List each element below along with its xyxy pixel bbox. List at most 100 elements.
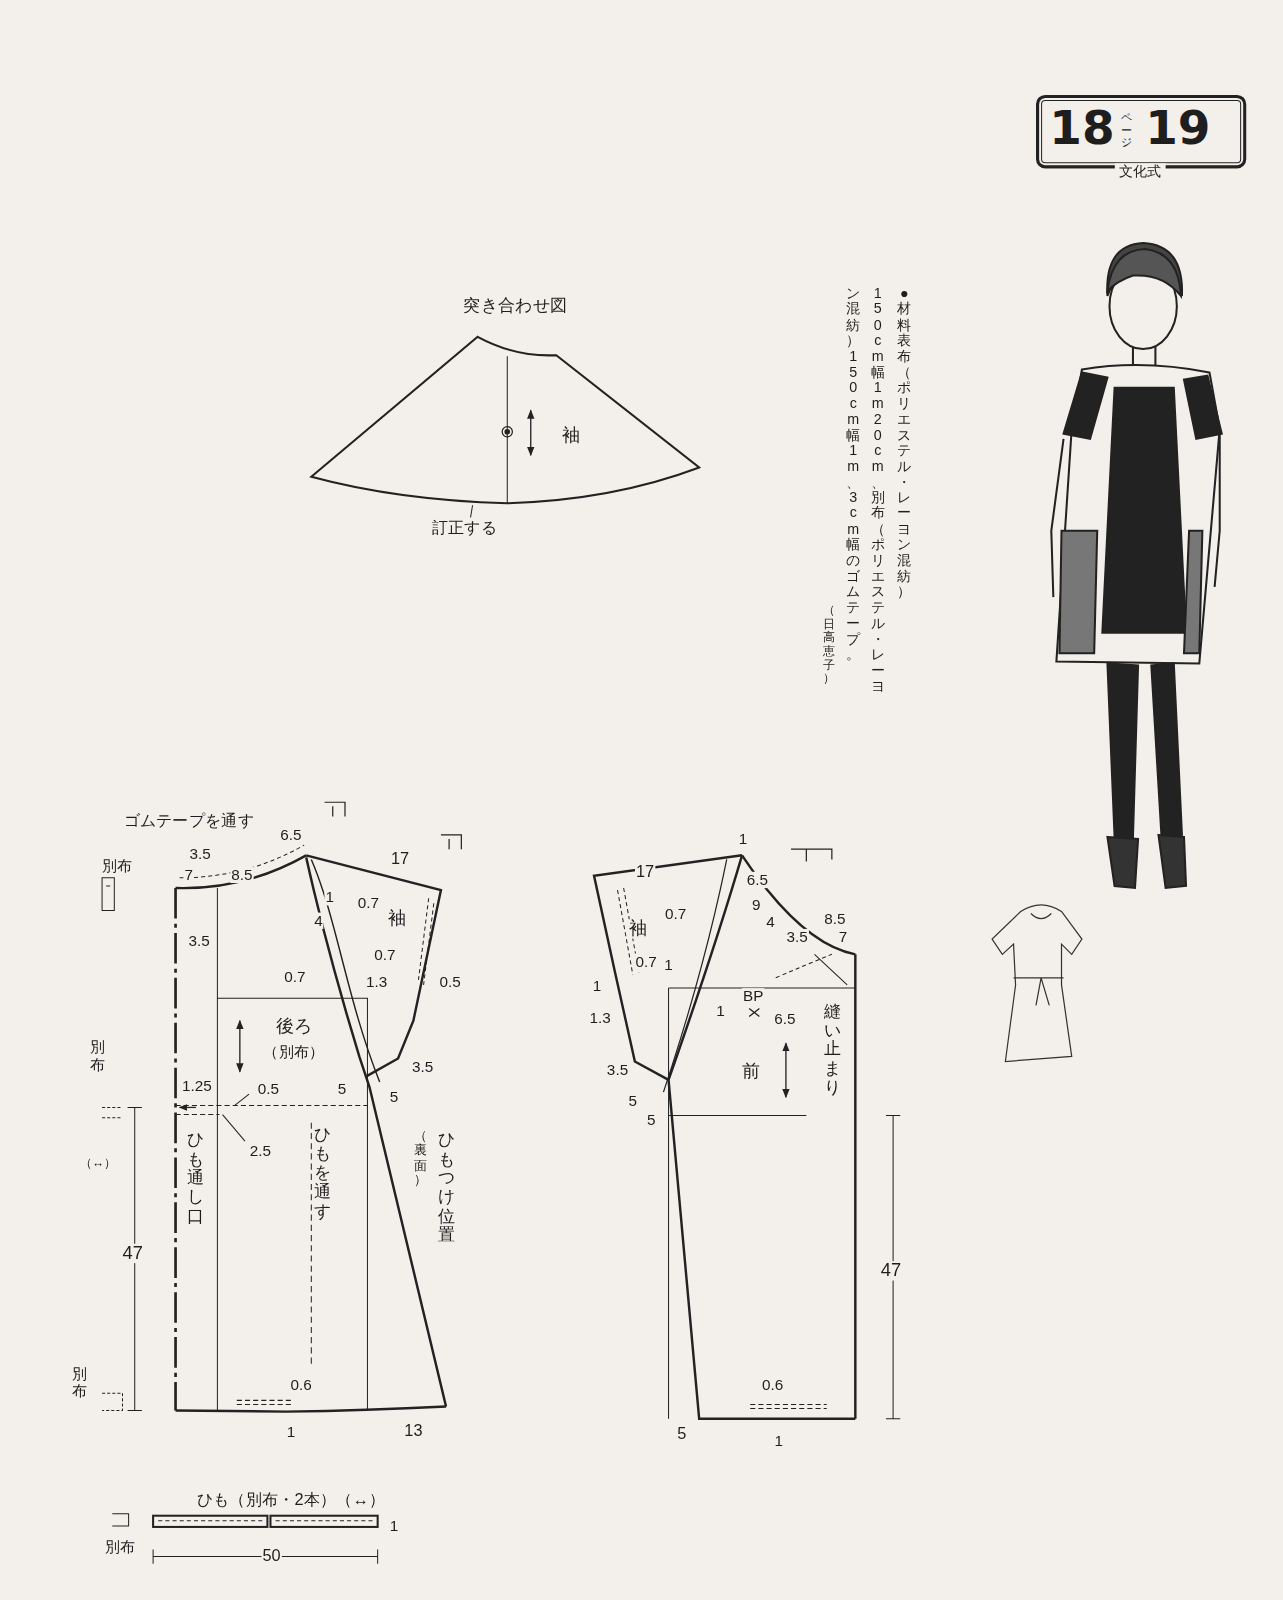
pattern-note: ゴムテープを通す bbox=[122, 813, 255, 830]
dimension-number: 6.5 bbox=[773, 1011, 796, 1027]
tie-piece bbox=[112, 1514, 377, 1564]
sleeve-piece bbox=[502, 427, 512, 437]
dimension-number: 1 bbox=[715, 1002, 726, 1018]
front-piece bbox=[742, 855, 855, 954]
tie-piece bbox=[158, 1520, 372, 1521]
dimension-number: 47 bbox=[880, 1261, 902, 1280]
pattern-note: ひもつけ位置 bbox=[438, 1131, 455, 1245]
dimension-number: 0.7 bbox=[283, 969, 306, 985]
back-piece bbox=[441, 835, 461, 849]
sleeve-piece bbox=[505, 430, 509, 434]
dimension-number: 0.5 bbox=[257, 1081, 280, 1097]
dimension-number: 1 bbox=[592, 978, 603, 994]
dimension-number: 5 bbox=[646, 1112, 657, 1128]
dimension-number: 5 bbox=[389, 1089, 400, 1105]
pattern-note: 袖 bbox=[387, 909, 407, 928]
dimension-number: 1 bbox=[389, 1518, 400, 1534]
front-piece bbox=[663, 859, 726, 1092]
back-piece bbox=[174, 888, 177, 1411]
pattern-note: ン混紡）150cm幅1m、3cm幅のゴムテープ。 bbox=[846, 286, 860, 663]
tie-piece bbox=[112, 1514, 128, 1526]
model-illustration bbox=[1151, 663, 1182, 837]
pattern-note: ひも（別布・2本）（↔） bbox=[196, 1492, 387, 1509]
sleeve-piece bbox=[471, 505, 473, 517]
pattern-note: BP bbox=[742, 988, 764, 1004]
front-piece bbox=[750, 1404, 827, 1408]
model-illustration bbox=[1059, 531, 1097, 653]
dress-sketch bbox=[992, 905, 1082, 1062]
pattern-note: ひもを通す bbox=[314, 1126, 331, 1221]
pattern-note: 後ろ bbox=[275, 1017, 314, 1036]
dimension-number: 0.7 bbox=[373, 946, 396, 962]
dimension-number: 8.5 bbox=[230, 867, 253, 883]
front-piece bbox=[669, 1115, 807, 1116]
pattern-note: 150cm幅1m20cm、別布（ポリエステル・レーヨ bbox=[871, 286, 885, 694]
dimension-number: 8.5 bbox=[823, 911, 846, 927]
dimension-number: 6.5 bbox=[279, 827, 302, 843]
back-piece bbox=[102, 1107, 122, 1117]
dimension-number: 17 bbox=[390, 851, 410, 868]
dimension-number: 1 bbox=[324, 889, 335, 905]
front-piece bbox=[785, 1043, 786, 1097]
dimension-number: 0.7 bbox=[357, 894, 380, 910]
pattern-note: 別布 bbox=[72, 1366, 87, 1400]
back-piece bbox=[217, 888, 367, 1411]
sleeve-piece bbox=[311, 337, 699, 518]
dimension-number: 50 bbox=[261, 1548, 281, 1565]
pattern-note: 訂正する bbox=[431, 520, 498, 537]
sleeve-piece bbox=[311, 337, 699, 503]
dimension-number: 0.5 bbox=[438, 974, 461, 990]
page-number-text: 19 bbox=[1145, 104, 1210, 151]
pattern-note: ●材料 表布（ポリエステル・レーヨン混紡） bbox=[897, 286, 911, 600]
dimension-number: 4 bbox=[313, 913, 324, 929]
front-piece bbox=[791, 849, 832, 861]
back-piece bbox=[223, 1115, 245, 1142]
dimension-number: 1.3 bbox=[588, 1010, 611, 1026]
back-piece bbox=[306, 855, 441, 1076]
back-piece bbox=[325, 802, 345, 816]
back-piece bbox=[235, 1094, 249, 1105]
model-illustration bbox=[1107, 249, 1180, 296]
front-piece bbox=[854, 954, 856, 1418]
back-piece bbox=[239, 1021, 240, 1072]
dimension-number: 1 bbox=[663, 957, 674, 973]
front-piece bbox=[594, 849, 900, 1419]
pattern-note: ひも通し口 bbox=[187, 1131, 204, 1226]
model-illustration bbox=[1184, 376, 1222, 439]
dimension-number: 5 bbox=[628, 1092, 639, 1108]
back-piece bbox=[237, 1400, 291, 1404]
back-piece bbox=[176, 1105, 368, 1106]
dimension-number: 4 bbox=[765, 914, 776, 930]
dress-sketch bbox=[1014, 914, 1064, 1006]
model-illustration bbox=[1051, 434, 1219, 597]
dress-sketch bbox=[992, 905, 1082, 1062]
pattern-note: （別布） bbox=[262, 1043, 325, 1059]
back-piece bbox=[180, 1107, 196, 1108]
back-piece bbox=[102, 802, 461, 1411]
dimension-number: 6.5 bbox=[746, 872, 769, 888]
model-illustration bbox=[1184, 531, 1202, 653]
pattern-note: 縫い止まり bbox=[824, 1002, 841, 1097]
sleeve-piece bbox=[530, 410, 531, 455]
dimension-number: 7 bbox=[184, 867, 195, 883]
dimension-number: 9 bbox=[751, 896, 762, 912]
page-number-text: 文化式 bbox=[1115, 163, 1166, 177]
dimension-number: 3.5 bbox=[606, 1062, 629, 1078]
back-piece bbox=[311, 1123, 312, 1368]
dimension-number: 1 bbox=[774, 1433, 785, 1449]
front-piece bbox=[669, 988, 856, 1419]
dimension-number: 3.5 bbox=[785, 929, 808, 945]
pattern-note: 別布 bbox=[104, 1538, 137, 1554]
model-illustration bbox=[1102, 388, 1186, 633]
dimension-number: 1.3 bbox=[365, 974, 388, 990]
front-piece bbox=[669, 855, 742, 1080]
front-piece bbox=[776, 954, 832, 977]
page-number-text: ページ bbox=[1121, 112, 1132, 149]
dimension-number: 13 bbox=[403, 1422, 423, 1439]
front-piece bbox=[815, 954, 848, 985]
dimension-number: 0.6 bbox=[289, 1377, 312, 1393]
pattern-note: （日高恵子） bbox=[823, 604, 835, 685]
dimension-number: 5 bbox=[676, 1425, 687, 1442]
